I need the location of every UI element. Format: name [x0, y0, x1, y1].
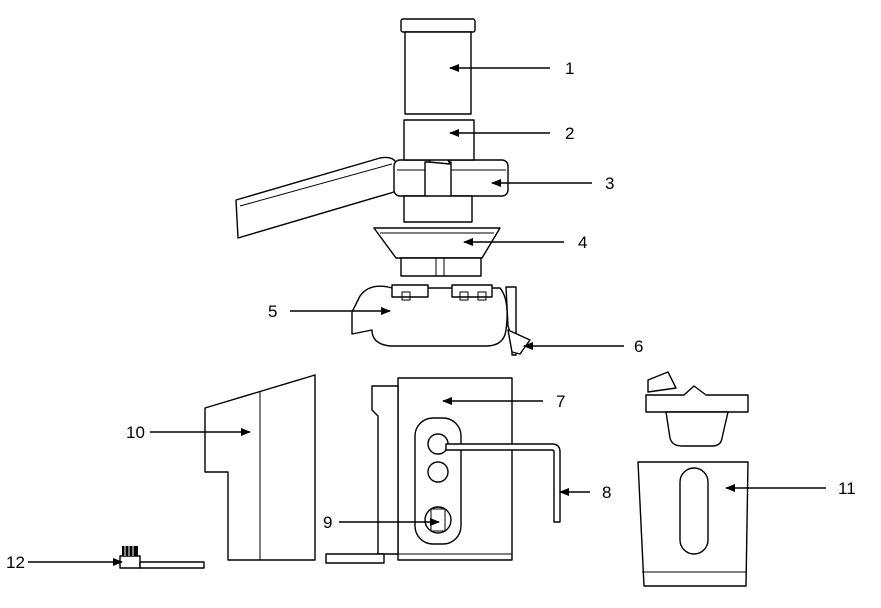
- label-part-7: 7: [556, 392, 565, 411]
- feed-tube: [403, 119, 475, 161]
- food-pusher: [400, 18, 476, 115]
- juice-jug: [637, 371, 749, 587]
- label-part-6: 6: [634, 337, 643, 356]
- label-part-2: 2: [565, 124, 574, 143]
- label-part-8: 8: [602, 483, 611, 502]
- label-part-3: 3: [605, 174, 614, 193]
- filter-basket: [373, 227, 501, 277]
- label-part-4: 4: [578, 233, 587, 252]
- spout: [505, 286, 531, 356]
- label-part-5: 5: [268, 302, 277, 321]
- cleaning-brush: [119, 546, 205, 569]
- lid: [235, 151, 509, 239]
- motor-base: [325, 377, 513, 564]
- label-part-11: 11: [838, 479, 856, 498]
- part-labels: 1 2 3 4 5 6 7 8 9 10 11 12: [6, 59, 856, 572]
- label-part-10: 10: [126, 423, 145, 442]
- juice-bowl: [351, 284, 508, 347]
- locking-arm: [445, 443, 561, 523]
- pulp-container: [204, 374, 316, 561]
- leader-lines: [28, 64, 826, 566]
- label-part-9: 9: [323, 513, 332, 532]
- label-part-1: 1: [565, 59, 574, 78]
- label-part-12: 12: [6, 553, 25, 572]
